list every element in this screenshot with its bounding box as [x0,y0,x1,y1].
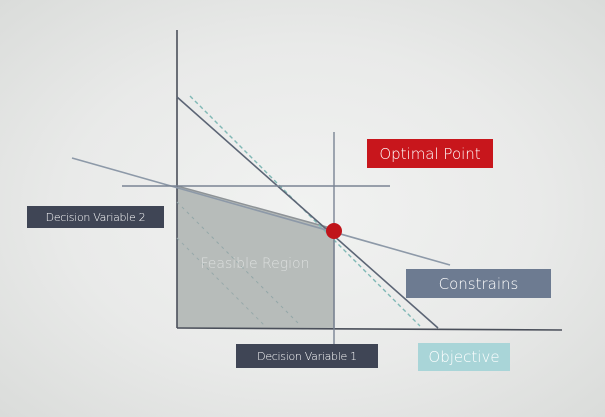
optimal-point-marker [326,223,342,239]
feasible-region-label: Feasible Region [200,256,310,272]
constraint-line-steep [176,96,439,329]
objective-label: Objective [418,343,510,371]
objective-line-inner-1 [176,201,301,326]
decision-variable-1-label: Decision Variable 1 [236,344,378,368]
x-axis [176,327,563,331]
constraint-line-shallow [71,157,451,266]
constrains-label: Constrains [406,269,551,298]
decision-variable-2-label: Decision Variable 2 [27,206,164,228]
optimal-point-label: Optimal Point [367,139,493,168]
